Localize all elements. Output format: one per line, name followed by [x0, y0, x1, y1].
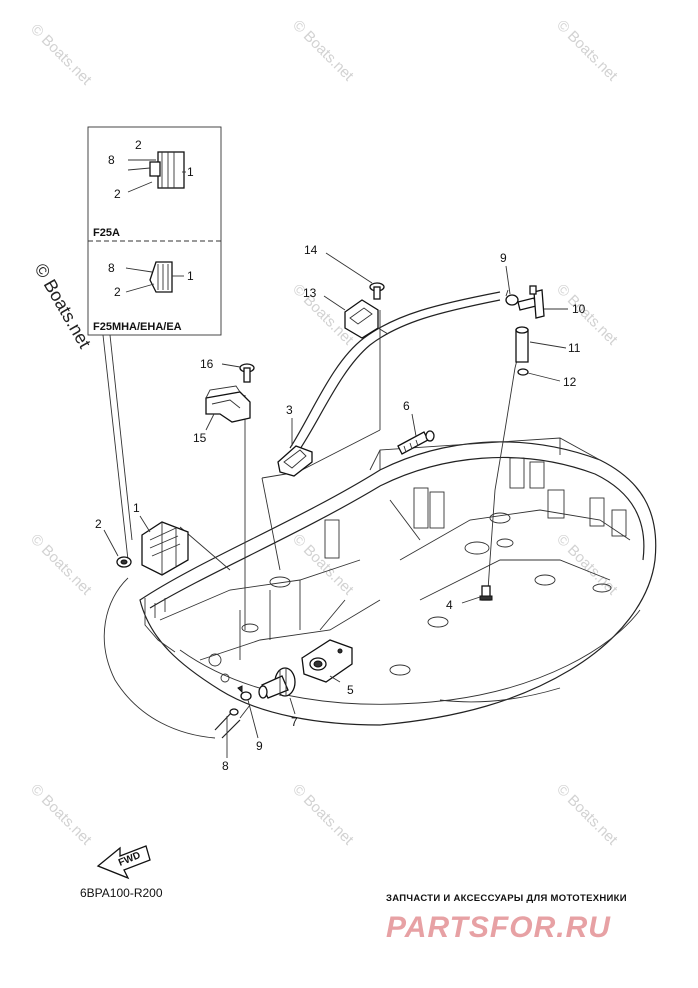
side-watermark: © Boats.net — [31, 260, 95, 352]
watermark: © Boats.net — [553, 281, 621, 349]
callout-9-top: 9 — [500, 251, 507, 265]
part-9-clip — [237, 685, 252, 701]
callout-9: 9 — [256, 739, 263, 753]
part-9-clip-top — [505, 289, 519, 306]
inset-f25mha-callout: 1 — [187, 269, 194, 283]
part-2-clip — [116, 556, 132, 568]
inset-f25mha-callout: 8 — [108, 261, 115, 275]
callout-3: 3 — [286, 403, 293, 417]
callout-8: 8 — [222, 759, 229, 773]
part-13-grommet — [344, 299, 389, 339]
part-1-fitting — [141, 521, 189, 576]
part-11-tube — [515, 326, 529, 363]
watermark: © Boats.net — [27, 531, 95, 599]
callout-12: 12 — [563, 375, 577, 389]
part-12-ring — [517, 368, 529, 376]
watermark: © Boats.net — [27, 781, 95, 849]
inset-f25a-callout: 8 — [108, 153, 115, 167]
diagram-code: 6BPA100-R200 — [80, 886, 163, 900]
callouts: 1 2 3 4 5 6 7 8 9 9 10 11 12 13 14 15 16 — [95, 243, 586, 773]
promo-text: ЗАПЧАСТИ И АКСЕССУАРЫ ДЛЯ МОТОТЕХНИКИ — [386, 893, 627, 904]
part-7-connector — [258, 667, 296, 699]
inset-f25a-callout: 2 — [135, 138, 142, 152]
variant-inset-box: 2 8 2 1 F25A 8 2 1 F25MHA/EHA/EA — [87, 126, 222, 561]
inset-f25mha-label: F25MHA/EHA/EA — [93, 321, 182, 333]
callout-6: 6 — [403, 399, 410, 413]
part-5-grommet — [301, 639, 353, 683]
inset-f25a-callout: 1 — [187, 165, 194, 179]
inset-f25a-callout: 2 — [114, 187, 121, 201]
part-15-bracket — [205, 385, 251, 423]
callout-15: 15 — [193, 431, 207, 445]
part-10-tee — [517, 285, 545, 319]
callout-2: 2 — [95, 517, 102, 531]
callout-4: 4 — [446, 598, 453, 612]
callout-10: 10 — [572, 302, 586, 316]
hoses — [103, 291, 523, 739]
watermark: © Boats.net — [289, 17, 357, 85]
forward-direction-marker: FWD — [96, 845, 151, 880]
leader-lines — [103, 252, 568, 758]
part-3-grommet — [277, 445, 313, 477]
callout-11: 11 — [568, 341, 581, 355]
part-4-nipple — [479, 585, 493, 601]
callout-14: 14 — [304, 243, 318, 257]
inset-f25a-label: F25A — [93, 227, 120, 239]
callout-1: 1 — [133, 501, 140, 515]
callout-13: 13 — [303, 286, 317, 300]
callout-7: 7 — [291, 715, 298, 729]
watermarks: © Boats.net © Boats.net © Boats.net © Bo… — [27, 17, 621, 849]
watermark: © Boats.net — [553, 781, 621, 849]
brand-logo-text: PARTSFOR.RU — [386, 911, 611, 944]
inset-f25a-part — [127, 151, 186, 193]
watermark: © Boats.net — [27, 21, 95, 89]
watermark: © Boats.net — [289, 531, 357, 599]
inset-f25mha-part — [125, 261, 184, 293]
part-16-bolt — [239, 363, 255, 383]
part-14-screw — [369, 282, 385, 300]
callout-16: 16 — [200, 357, 214, 371]
callout-5: 5 — [347, 683, 354, 697]
part-8-hose — [229, 708, 239, 716]
part-6-bolt — [397, 430, 435, 455]
watermark: © Boats.net — [289, 781, 357, 849]
inset-f25mha-callout: 2 — [114, 285, 121, 299]
bottom-cowling — [139, 437, 657, 726]
watermark: © Boats.net — [553, 17, 621, 85]
